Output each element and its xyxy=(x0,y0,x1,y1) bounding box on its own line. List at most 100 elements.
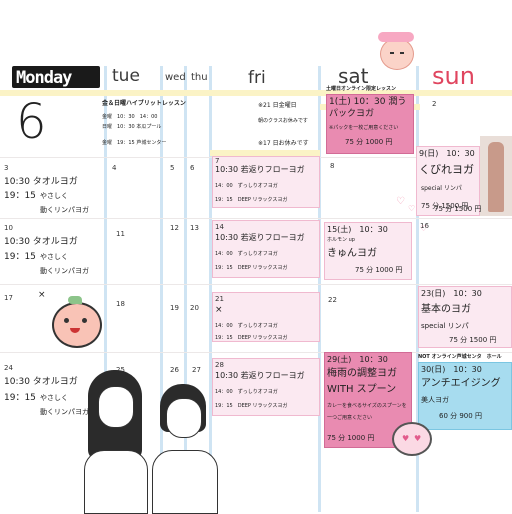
row-divider xyxy=(0,284,512,285)
column-line-tue xyxy=(104,66,107,512)
yellow-strip xyxy=(210,150,320,156)
body xyxy=(84,450,148,514)
class-label: 10:30 タオルヨガ xyxy=(4,237,78,247)
heart-face-icon: ♥ ♥ xyxy=(390,420,432,456)
day-number: 18 xyxy=(116,300,125,308)
eye-icon: ♥ xyxy=(402,434,410,443)
class-label: やさしく xyxy=(40,192,68,200)
day-number: 20 xyxy=(190,304,199,312)
peach-face xyxy=(380,38,414,70)
event-note: 美人ヨガ xyxy=(421,396,449,404)
event-title: アンチエイジング xyxy=(421,378,501,389)
event-note: カレーを食べるサイズのスプーンを xyxy=(327,403,407,409)
face xyxy=(166,398,202,438)
event-note: ホルモン up xyxy=(327,237,355,243)
day-number: 7 xyxy=(215,157,220,165)
column-line-sat xyxy=(318,66,321,512)
event-card-friday[interactable]: 14 10:30 若返りフローヨガ 14：00 ずっしりオフヨガ 19：15 D… xyxy=(212,220,320,278)
day-number: 19 xyxy=(170,304,179,312)
event-card-basic-yoga[interactable]: 23(日) 10：30 基本のヨガ special リンパ 75 分 1500 … xyxy=(418,286,512,348)
eye-icon: ♥ xyxy=(414,434,422,443)
fashion-photo xyxy=(480,136,512,216)
day-number: 14 xyxy=(215,223,224,231)
event-title: くびれヨガ xyxy=(419,163,474,176)
event-card-anti-aging-yoga[interactable]: 30(日) 10：30 アンチエイジング 美人ヨガ 60 分 900 円 xyxy=(418,362,512,430)
mouth-icon xyxy=(70,328,80,333)
event-title: きゅんヨガ xyxy=(327,248,377,259)
class-label: 10:30 若返りフローヨガ xyxy=(215,165,305,174)
day-number: 6 xyxy=(190,164,195,172)
monday-label: Monday xyxy=(16,68,72,88)
photo-figure xyxy=(488,142,504,212)
heart-face xyxy=(392,422,432,456)
eye-icon xyxy=(82,318,87,323)
class-label: 動くリンパヨガ xyxy=(40,206,89,214)
event-price: 75 分 1000 円 xyxy=(355,266,403,274)
notice-line: 朝のクラスお休みです xyxy=(258,118,308,124)
class-time: 19：15 xyxy=(4,252,36,262)
event-title: 29(土) 10：30 xyxy=(327,355,388,364)
day-number: 27 xyxy=(192,366,201,374)
notice-line: ※21 日金曜日 xyxy=(258,102,297,109)
event-title: 1(土) 10：30 潤う xyxy=(329,97,407,107)
event-title: 基本のヨガ xyxy=(421,304,471,315)
event-card-friday[interactable]: 28 10:30 若返りフローヨガ 14：00 ずっしりオフヨガ 19：15 D… xyxy=(212,358,320,416)
day-number: 2 xyxy=(432,100,437,108)
class-label: 19：15 DEEP リラックスヨガ xyxy=(215,403,288,409)
heart-icon: ♡ xyxy=(408,204,416,213)
class-time: 19：15 xyxy=(4,393,36,403)
eye-icon xyxy=(390,52,394,54)
day-number: 8 xyxy=(330,162,335,170)
row-divider xyxy=(0,218,512,219)
yellow-strip xyxy=(0,90,512,96)
notice-line: ※17 日お休みです xyxy=(258,140,309,147)
day-number: 3 xyxy=(4,164,9,172)
day-number: 17 xyxy=(4,294,13,302)
day-number: 28 xyxy=(215,361,224,369)
row-divider xyxy=(0,352,512,353)
event-card-rainy-season-yoga[interactable]: 29(土) 10：30 梅雨の調整ヨガ WITH スプーン カレーを食べるサイズ… xyxy=(324,352,412,448)
day-number: 24 xyxy=(4,364,13,372)
event-card-pack-yoga[interactable]: 1(土) 10：30 潤う パックヨガ ※パックを一枚ご用意ください 75 分 … xyxy=(326,94,414,154)
peach-character-icon xyxy=(50,296,102,348)
peach-character-icon xyxy=(376,30,416,70)
column-line-sun xyxy=(416,66,419,512)
day-number: 10 xyxy=(4,224,13,232)
event-card-kyun-yoga[interactable]: 15(土) 10：30 ホルモン up きゅんヨガ 75 分 1000 円 xyxy=(324,222,412,280)
header-tue: tue xyxy=(112,66,140,86)
sat-header-note: 土曜日オンライン限定レッスン xyxy=(326,86,397,92)
day-number: 16 xyxy=(420,222,429,230)
header-sun: sun xyxy=(432,62,475,90)
event-price: 75 分 1000 円 xyxy=(327,434,375,442)
day-number: 21 xyxy=(215,295,224,303)
event-title: 梅雨の調整ヨガ xyxy=(327,368,397,379)
peach-face xyxy=(52,302,102,348)
class-label: 14：00 ずっしりオフヨガ xyxy=(215,183,278,189)
day-number: 11 xyxy=(116,230,125,238)
info-box-title: 金＆日曜ハイブリットレッスン xyxy=(102,100,186,107)
info-box-line: 金曜 10：30 14：00 xyxy=(102,114,158,120)
class-label: 19：15 DEEP リラックスヨガ xyxy=(215,265,288,271)
event-title: 15(土) 10：30 xyxy=(327,225,388,234)
event-price: 75 分 1500 円 xyxy=(434,205,482,213)
heart-icon: ♡ xyxy=(396,196,405,207)
event-card-kubire-yoga[interactable]: 9(日) 10：30 くびれヨガ special リンパ 75 分 1500 円 xyxy=(416,146,480,216)
face xyxy=(98,386,134,428)
day-number: 26 xyxy=(170,366,179,374)
class-label: やさしく xyxy=(40,253,68,261)
leaf-icon xyxy=(68,296,82,304)
event-price: 75 分 1500 円 xyxy=(449,336,497,344)
class-label: 10:30 タオルヨガ xyxy=(4,177,78,187)
class-label: 10:30 若返りフローヨガ xyxy=(215,371,305,380)
header-sat: sat xyxy=(338,64,369,88)
event-note: special リンパ xyxy=(421,185,462,192)
event-card-friday[interactable]: 7 10:30 若返りフローヨガ 14：00 ずっしりオフヨガ 19：15 DE… xyxy=(212,156,320,208)
event-price: 60 分 900 円 xyxy=(439,412,482,420)
class-label: 14：00 ずっしりオフヨガ xyxy=(215,389,278,395)
day-number: 5 xyxy=(170,164,175,172)
event-price: 75 分 1500 円 xyxy=(421,202,469,210)
header-fri: fri xyxy=(248,68,266,88)
info-box-line: 日曜 10：30 本瓜プール xyxy=(102,124,162,130)
info-box-line: 金曜 19：15 芦城センター xyxy=(102,140,167,146)
event-card-friday[interactable]: 21 × 14：00 ずっしりオフヨガ 19：15 DEEP リラックスヨガ xyxy=(212,292,320,342)
